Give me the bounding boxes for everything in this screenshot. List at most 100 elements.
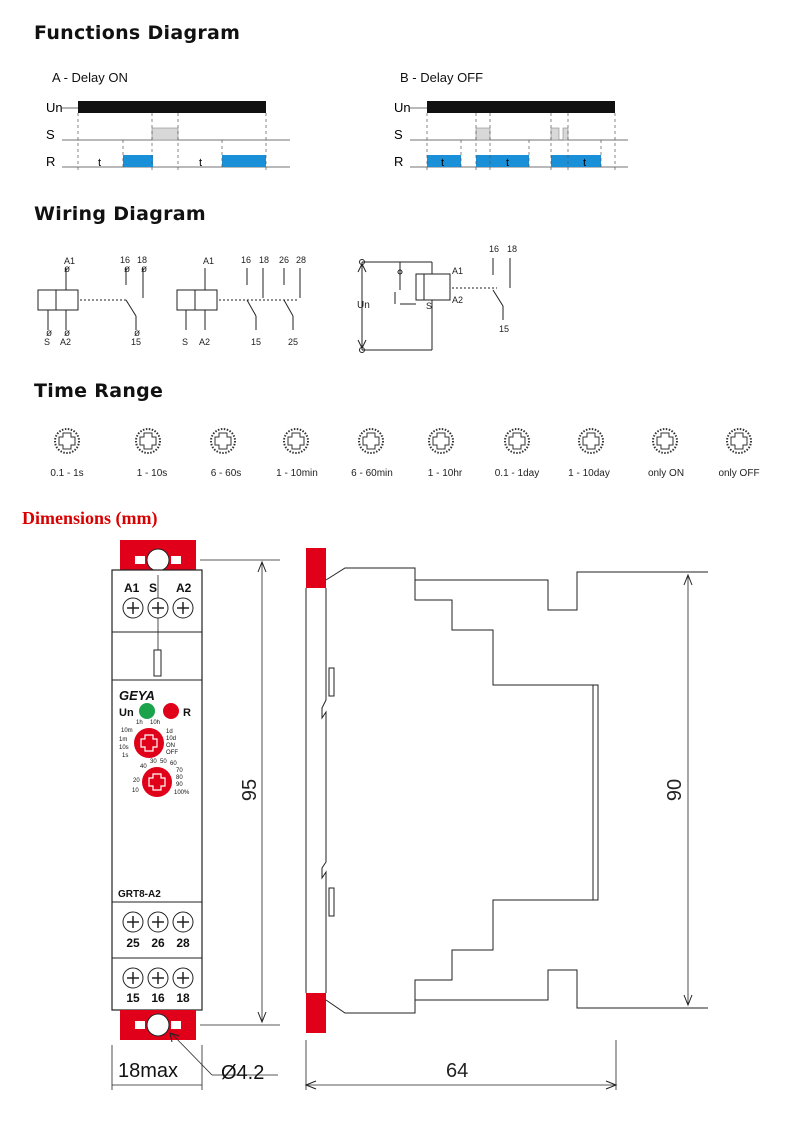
terminal-label: A2 xyxy=(60,337,71,347)
svg-text:ON: ON xyxy=(166,743,175,749)
svg-text:20: 20 xyxy=(133,778,140,784)
svg-text:ø: ø xyxy=(64,328,70,339)
row-label-s: S xyxy=(46,127,55,142)
un-signal-bar xyxy=(427,101,615,113)
dial-icon xyxy=(652,428,678,454)
device-side-view: 90 64 xyxy=(304,548,708,1090)
wiring-diagram-3: Un A1 S A2 16 18 15 xyxy=(357,244,517,353)
terminal-s-label: S xyxy=(149,581,157,595)
svg-text:70: 70 xyxy=(176,768,183,774)
t-label: t xyxy=(199,157,202,169)
s-pulse xyxy=(550,127,560,141)
brand-logo: GEYA xyxy=(119,688,155,703)
t-label: t xyxy=(441,157,444,169)
r-output-pulse xyxy=(427,155,461,167)
time-range-label: only ON xyxy=(648,468,684,479)
dial-icon xyxy=(283,428,309,454)
dial-icon xyxy=(54,428,80,454)
svg-text:40: 40 xyxy=(140,764,147,770)
r-output-pulse xyxy=(476,155,529,167)
svg-text:1d: 1d xyxy=(166,729,173,735)
t-label: t xyxy=(98,157,101,169)
time-range-label: 6 - 60min xyxy=(351,468,393,479)
svg-text:10m: 10m xyxy=(121,728,133,734)
r-output-pulse xyxy=(222,155,266,167)
terminal-25-label: 25 xyxy=(126,936,140,950)
terminal-label: S xyxy=(44,337,50,347)
time-range-label: only OFF xyxy=(718,468,759,479)
terminal-label: A1 xyxy=(203,256,214,266)
terminal-26-label: 26 xyxy=(151,936,165,950)
r-output-pulse xyxy=(551,155,601,167)
time-range-label: 1 - 10min xyxy=(276,468,318,479)
hole-diameter-label: Ø4.2 xyxy=(221,1062,264,1084)
terminal-label: A1 xyxy=(452,266,463,276)
terminal-28-label: 28 xyxy=(176,936,190,950)
terminal-label: A2 xyxy=(452,295,463,305)
svg-text:50: 50 xyxy=(160,759,167,765)
terminal-label: 25 xyxy=(288,337,298,347)
dial-icon xyxy=(358,428,384,454)
time-range-label: 0.1 - 1day xyxy=(495,468,539,479)
terminal-15-label: 15 xyxy=(126,991,140,1005)
terminal-label: 15 xyxy=(499,324,509,334)
svg-text:OFF: OFF xyxy=(166,750,178,756)
svg-text:10: 10 xyxy=(132,788,139,794)
time-range-label: 6 - 60s xyxy=(211,468,242,479)
dimensions-title: Dimensions (mm) xyxy=(22,508,158,528)
terminal-label: 28 xyxy=(296,255,306,265)
un-signal-bar xyxy=(78,101,266,113)
svg-text:ø: ø xyxy=(64,264,70,275)
dial-icon xyxy=(578,428,604,454)
time-range-label: 1 - 10hr xyxy=(428,468,463,479)
depth-label: 64 xyxy=(446,1060,468,1082)
led-un-label: Un xyxy=(119,707,134,719)
terminal-a2-label: A2 xyxy=(176,581,192,595)
svg-text:100%: 100% xyxy=(174,790,190,796)
row-label-r: R xyxy=(46,154,55,169)
terminal-a1-label: A1 xyxy=(124,581,140,595)
row-label-un: Un xyxy=(394,100,411,115)
percentage-knob[interactable] xyxy=(142,767,172,797)
svg-text:ø: ø xyxy=(134,328,140,339)
dial-icon xyxy=(428,428,454,454)
svg-text:30: 30 xyxy=(150,759,157,765)
svg-text:10h: 10h xyxy=(150,720,160,726)
device-front-view: 95 A1 S A2 GEYA Un R 1h 10h 1d xyxy=(111,540,280,1090)
svg-text:60: 60 xyxy=(170,761,177,767)
svg-text:90: 90 xyxy=(176,782,183,788)
terminal-label: 16 xyxy=(489,244,499,254)
s-pulse xyxy=(151,127,179,141)
svg-text:1s: 1s xyxy=(122,753,128,759)
wiring-diagram-title: Wiring Diagram xyxy=(34,203,206,225)
svg-text:ø: ø xyxy=(124,264,130,275)
svg-text:ø: ø xyxy=(46,328,52,339)
time-range-dials: 0.1 - 1s 1 - 10s 6 - 60s 1 - 10min 6 - 6… xyxy=(50,428,760,479)
time-range-label: 1 - 10s xyxy=(137,468,168,479)
delay-off-title: B - Delay OFF xyxy=(400,70,484,85)
svg-text:10s: 10s xyxy=(119,745,129,751)
terminal-label: 18 xyxy=(507,244,517,254)
svg-text:1m: 1m xyxy=(119,737,127,743)
time-range-knob[interactable] xyxy=(134,728,164,758)
terminal-label: 15 xyxy=(251,337,261,347)
row-label-un: Un xyxy=(46,100,63,115)
dial-icon xyxy=(135,428,161,454)
un-label: Un xyxy=(357,300,370,311)
functions-diagram-title: Functions Diagram xyxy=(34,22,241,44)
height-total-label: 95 xyxy=(239,779,261,801)
timing-diagram-delay-off: Un S R t t t xyxy=(394,100,628,170)
terminal-label: 18 xyxy=(137,255,147,265)
terminal-16-label: 16 xyxy=(151,991,165,1005)
led-r-label: R xyxy=(183,707,191,719)
time-range-label: 1 - 10day xyxy=(568,468,610,479)
terminal-18-label: 18 xyxy=(176,991,190,1005)
wiring-diagram-2: A1 16 18 26 28 S A2 15 25 xyxy=(176,255,306,347)
terminal-label: 26 xyxy=(279,255,289,265)
terminal-label: 16 xyxy=(241,255,251,265)
svg-text:ø: ø xyxy=(141,264,147,275)
terminal-label: 15 xyxy=(131,337,141,347)
timing-diagram-delay-on: Un S R t t xyxy=(46,100,290,170)
svg-text:10d: 10d xyxy=(166,736,176,742)
